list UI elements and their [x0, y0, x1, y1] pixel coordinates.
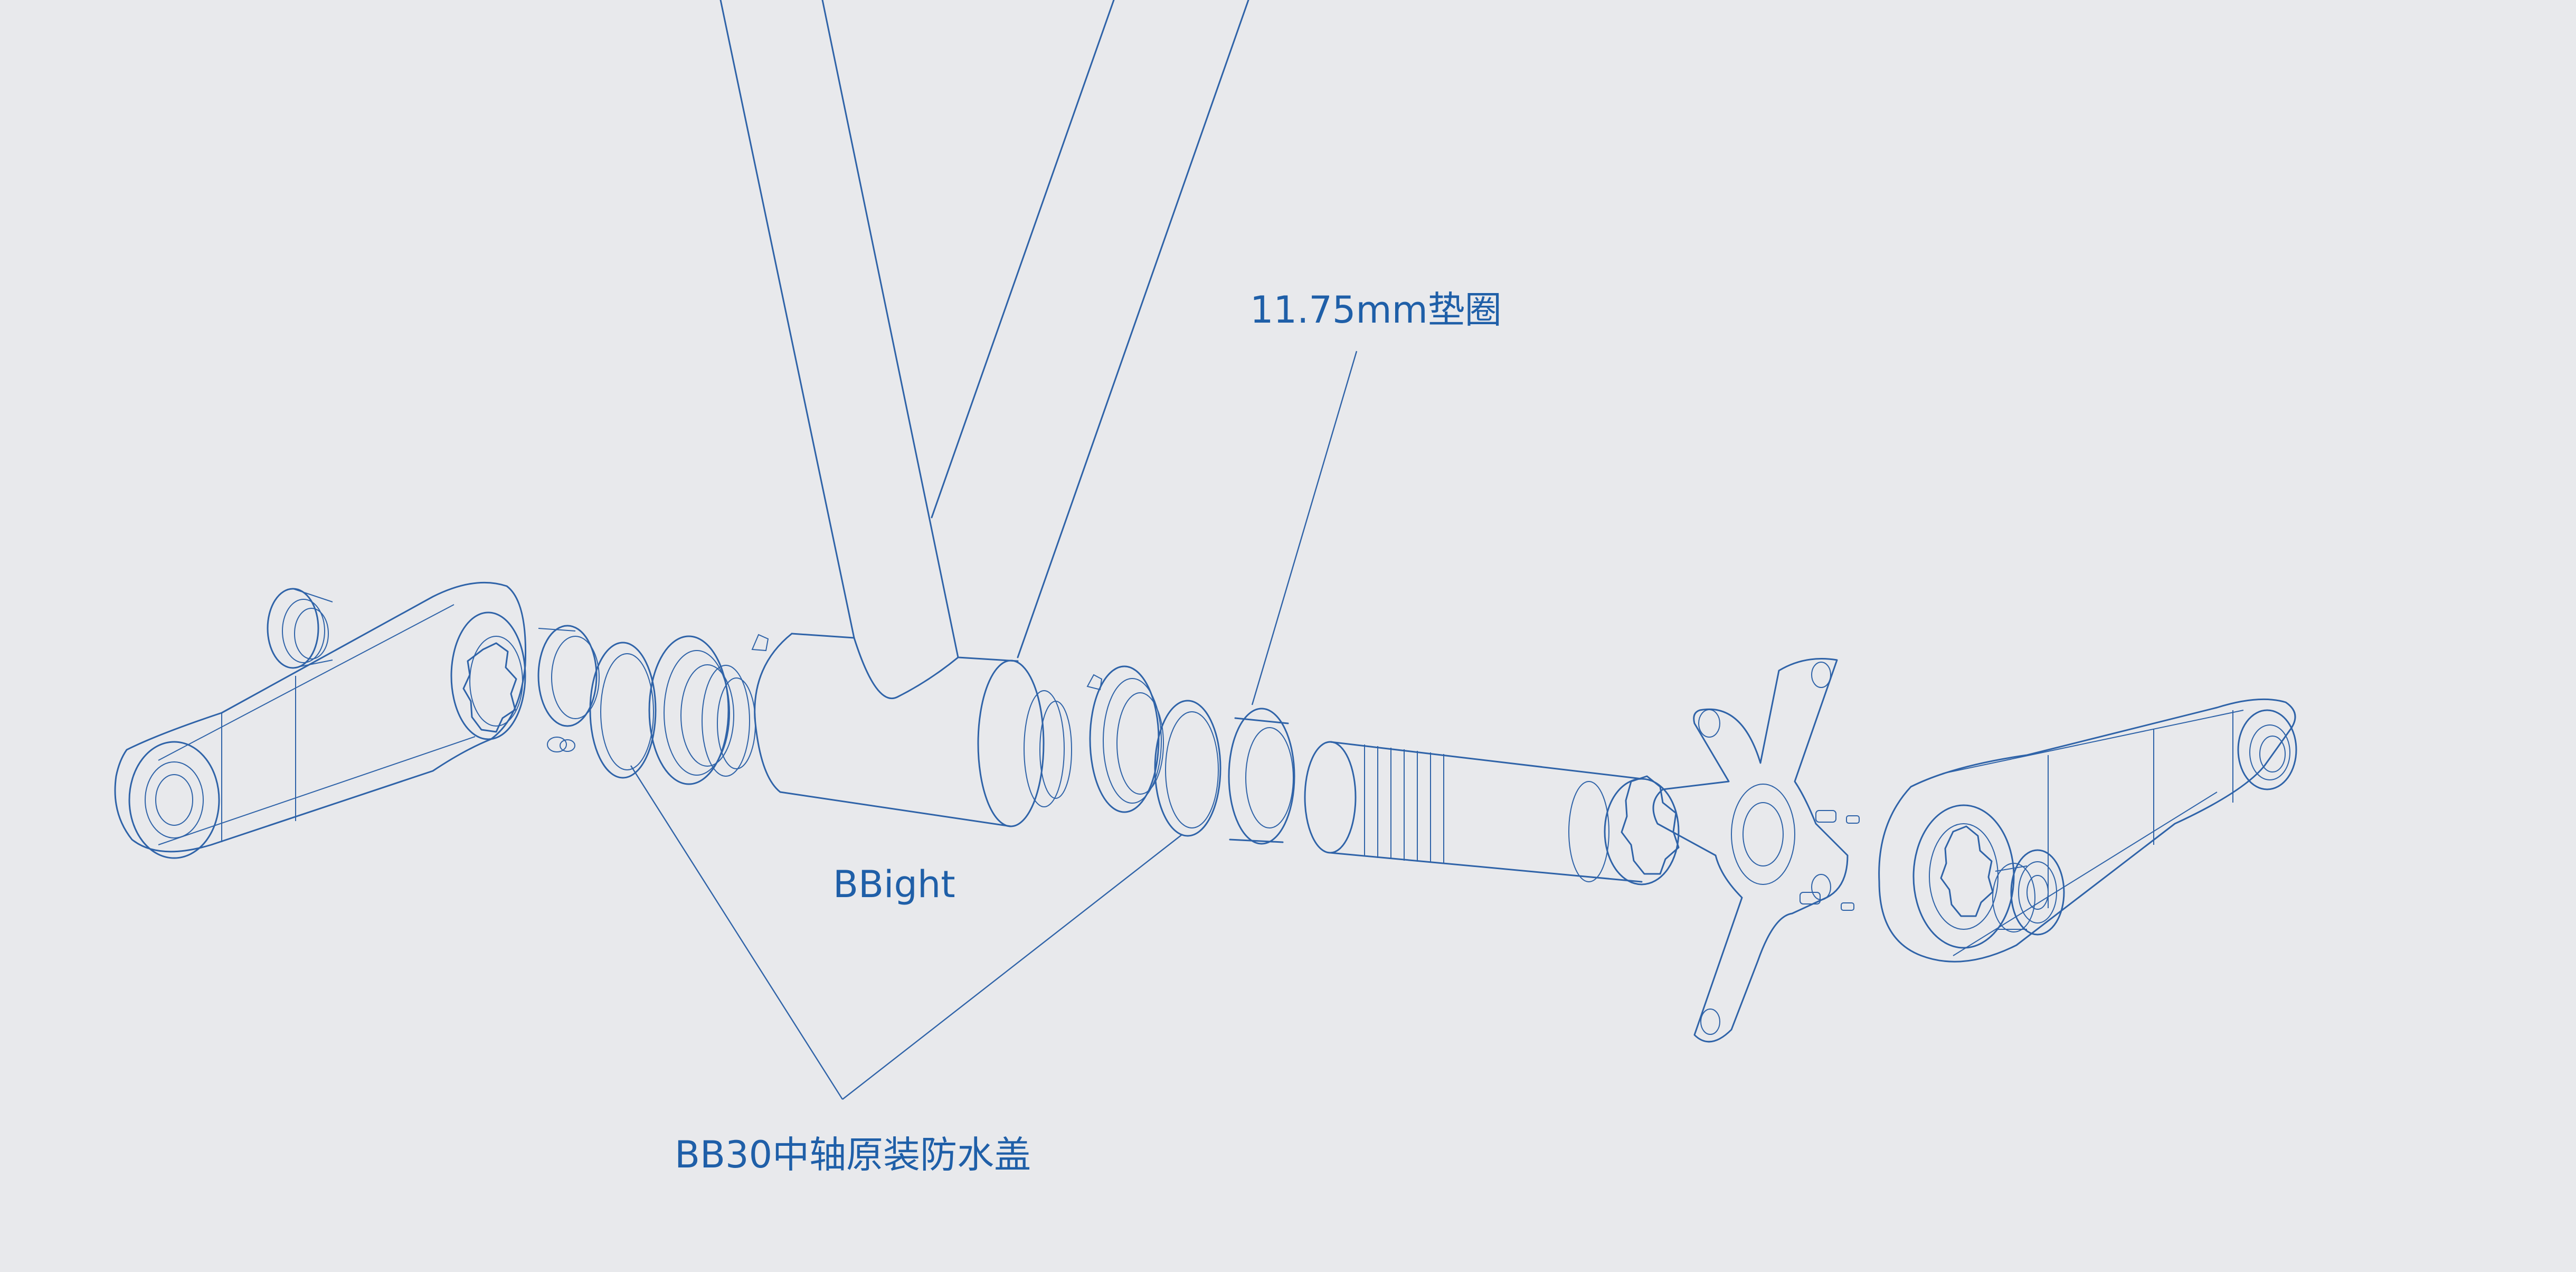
leader-lines	[630, 351, 1358, 1100]
right-stack	[1086, 665, 1295, 845]
bb30-cap-right	[1154, 700, 1221, 837]
bb30-cap-left	[589, 642, 657, 779]
bbright-label: BBight	[833, 863, 955, 906]
spacer-label: 11.75mm垫圈	[1250, 288, 1502, 332]
right-crank-arm	[1878, 698, 2297, 963]
left-stack	[537, 625, 756, 785]
spindle	[1304, 741, 1680, 885]
spacer-ring	[1228, 708, 1295, 845]
cap-leader-left	[630, 765, 844, 1100]
cap-leader-right	[842, 834, 1183, 1100]
frame-tubes	[719, 0, 1249, 700]
spacer-leader	[1251, 351, 1358, 705]
bottom-bracket-shell	[751, 633, 1072, 827]
left-crank-arm	[114, 581, 527, 859]
chainring-spider	[1652, 658, 1860, 1043]
left-crank-bolt	[547, 737, 575, 752]
bb30-cap-label: BB30中轴原装防水盖	[675, 1133, 1031, 1176]
